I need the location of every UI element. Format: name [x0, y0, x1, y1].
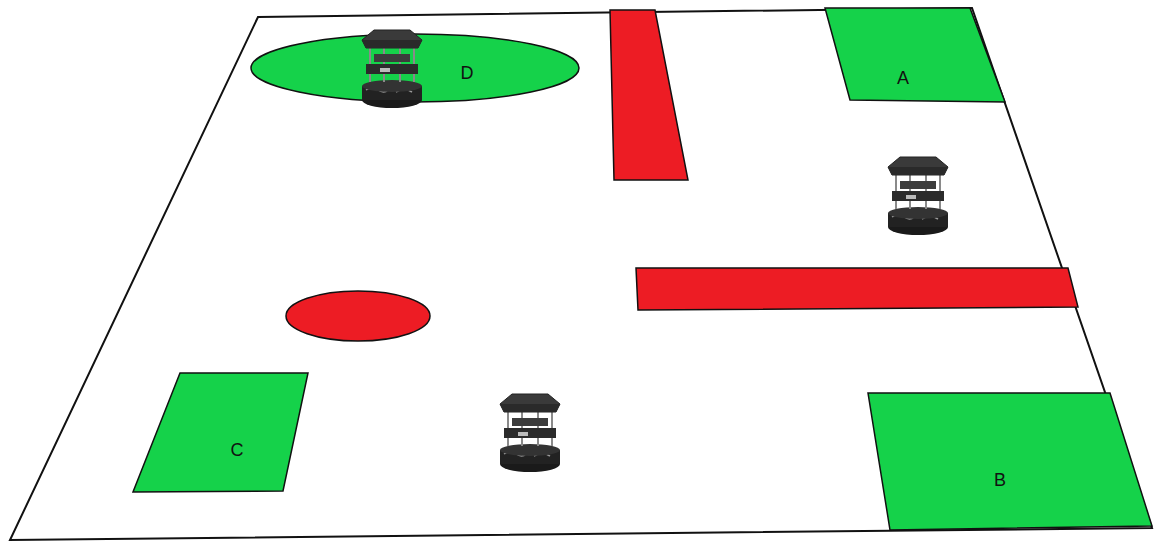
obstacle-wall — [636, 268, 1078, 310]
goal-zone: C — [133, 373, 308, 493]
goal-zone: A — [825, 8, 1005, 103]
robot — [362, 30, 422, 108]
robot — [500, 394, 560, 472]
zone-shape — [825, 8, 1005, 103]
goal-zone: B — [868, 393, 1155, 533]
zone-shape — [133, 373, 308, 493]
robot — [888, 157, 948, 235]
goal-zone: D — [250, 33, 580, 103]
zone-shape — [250, 33, 580, 103]
zone-label: B — [994, 471, 1006, 489]
zone-label: D — [461, 64, 474, 82]
obstacle-round — [286, 291, 430, 341]
zone-label: A — [897, 69, 909, 87]
zone-shape — [868, 393, 1155, 533]
zone-label: C — [231, 441, 244, 459]
arena-border — [10, 8, 1152, 540]
obstacle-wall — [610, 10, 688, 180]
